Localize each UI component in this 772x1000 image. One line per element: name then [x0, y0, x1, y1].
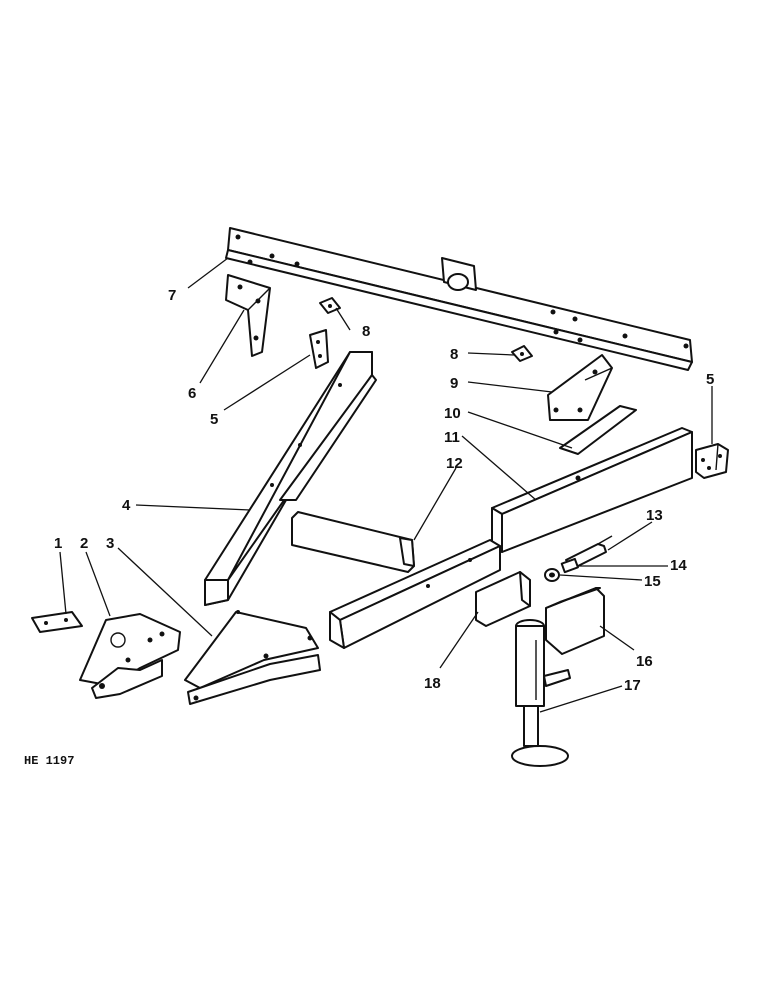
part-18-mount-bracket [475, 571, 531, 627]
callout-6: 6 [188, 385, 196, 402]
callout-1: 1 [54, 535, 62, 552]
callout-5-left: 5 [210, 411, 218, 428]
part-7-cross-beam [225, 227, 693, 371]
callout-11: 11 [444, 429, 460, 446]
part-10-plate [559, 405, 637, 455]
callout-3: 3 [106, 535, 114, 552]
callout-13: 13 [646, 507, 663, 524]
part-15-bushing [544, 568, 560, 582]
part-8-washer-lower [511, 345, 533, 362]
part-4-angle-brace [204, 351, 377, 606]
part-5-bracket-left [309, 329, 329, 369]
leader-lines [59, 257, 713, 713]
part-8-washer-upper [319, 297, 341, 314]
part-16-jack-bracket [545, 587, 605, 655]
part-11-tube [491, 427, 693, 553]
callout-15: 15 [644, 573, 661, 590]
callout-4: 4 [122, 497, 131, 514]
callout-16: 16 [636, 653, 653, 670]
part-17-stand-jack [511, 619, 571, 767]
callout-10: 10 [444, 405, 461, 422]
callout-7: 7 [168, 287, 176, 304]
part-12-channel-bracket [291, 511, 415, 573]
part-3-hitch-plate [184, 610, 321, 705]
callout-18: 18 [424, 675, 441, 692]
callout-2: 2 [80, 535, 88, 552]
callout-17: 17 [624, 677, 641, 694]
part-6-angle-bracket [225, 274, 271, 357]
diagram-code: HE 1197 [24, 754, 74, 768]
callout-8-lower: 8 [450, 346, 458, 363]
part-channel-lower [329, 539, 501, 649]
callout-12: 12 [446, 455, 463, 472]
callout-9: 9 [450, 375, 458, 392]
part-1-plate [31, 611, 83, 633]
callout-8-upper: 8 [362, 323, 370, 340]
callout-14: 14 [670, 557, 687, 574]
part-5-bracket-right [695, 443, 729, 479]
callout-5-right: 5 [706, 371, 714, 388]
part-2-hitch-clevis [79, 613, 181, 699]
part-9-gusset-plate [547, 354, 613, 421]
part-14-spring [560, 557, 579, 574]
